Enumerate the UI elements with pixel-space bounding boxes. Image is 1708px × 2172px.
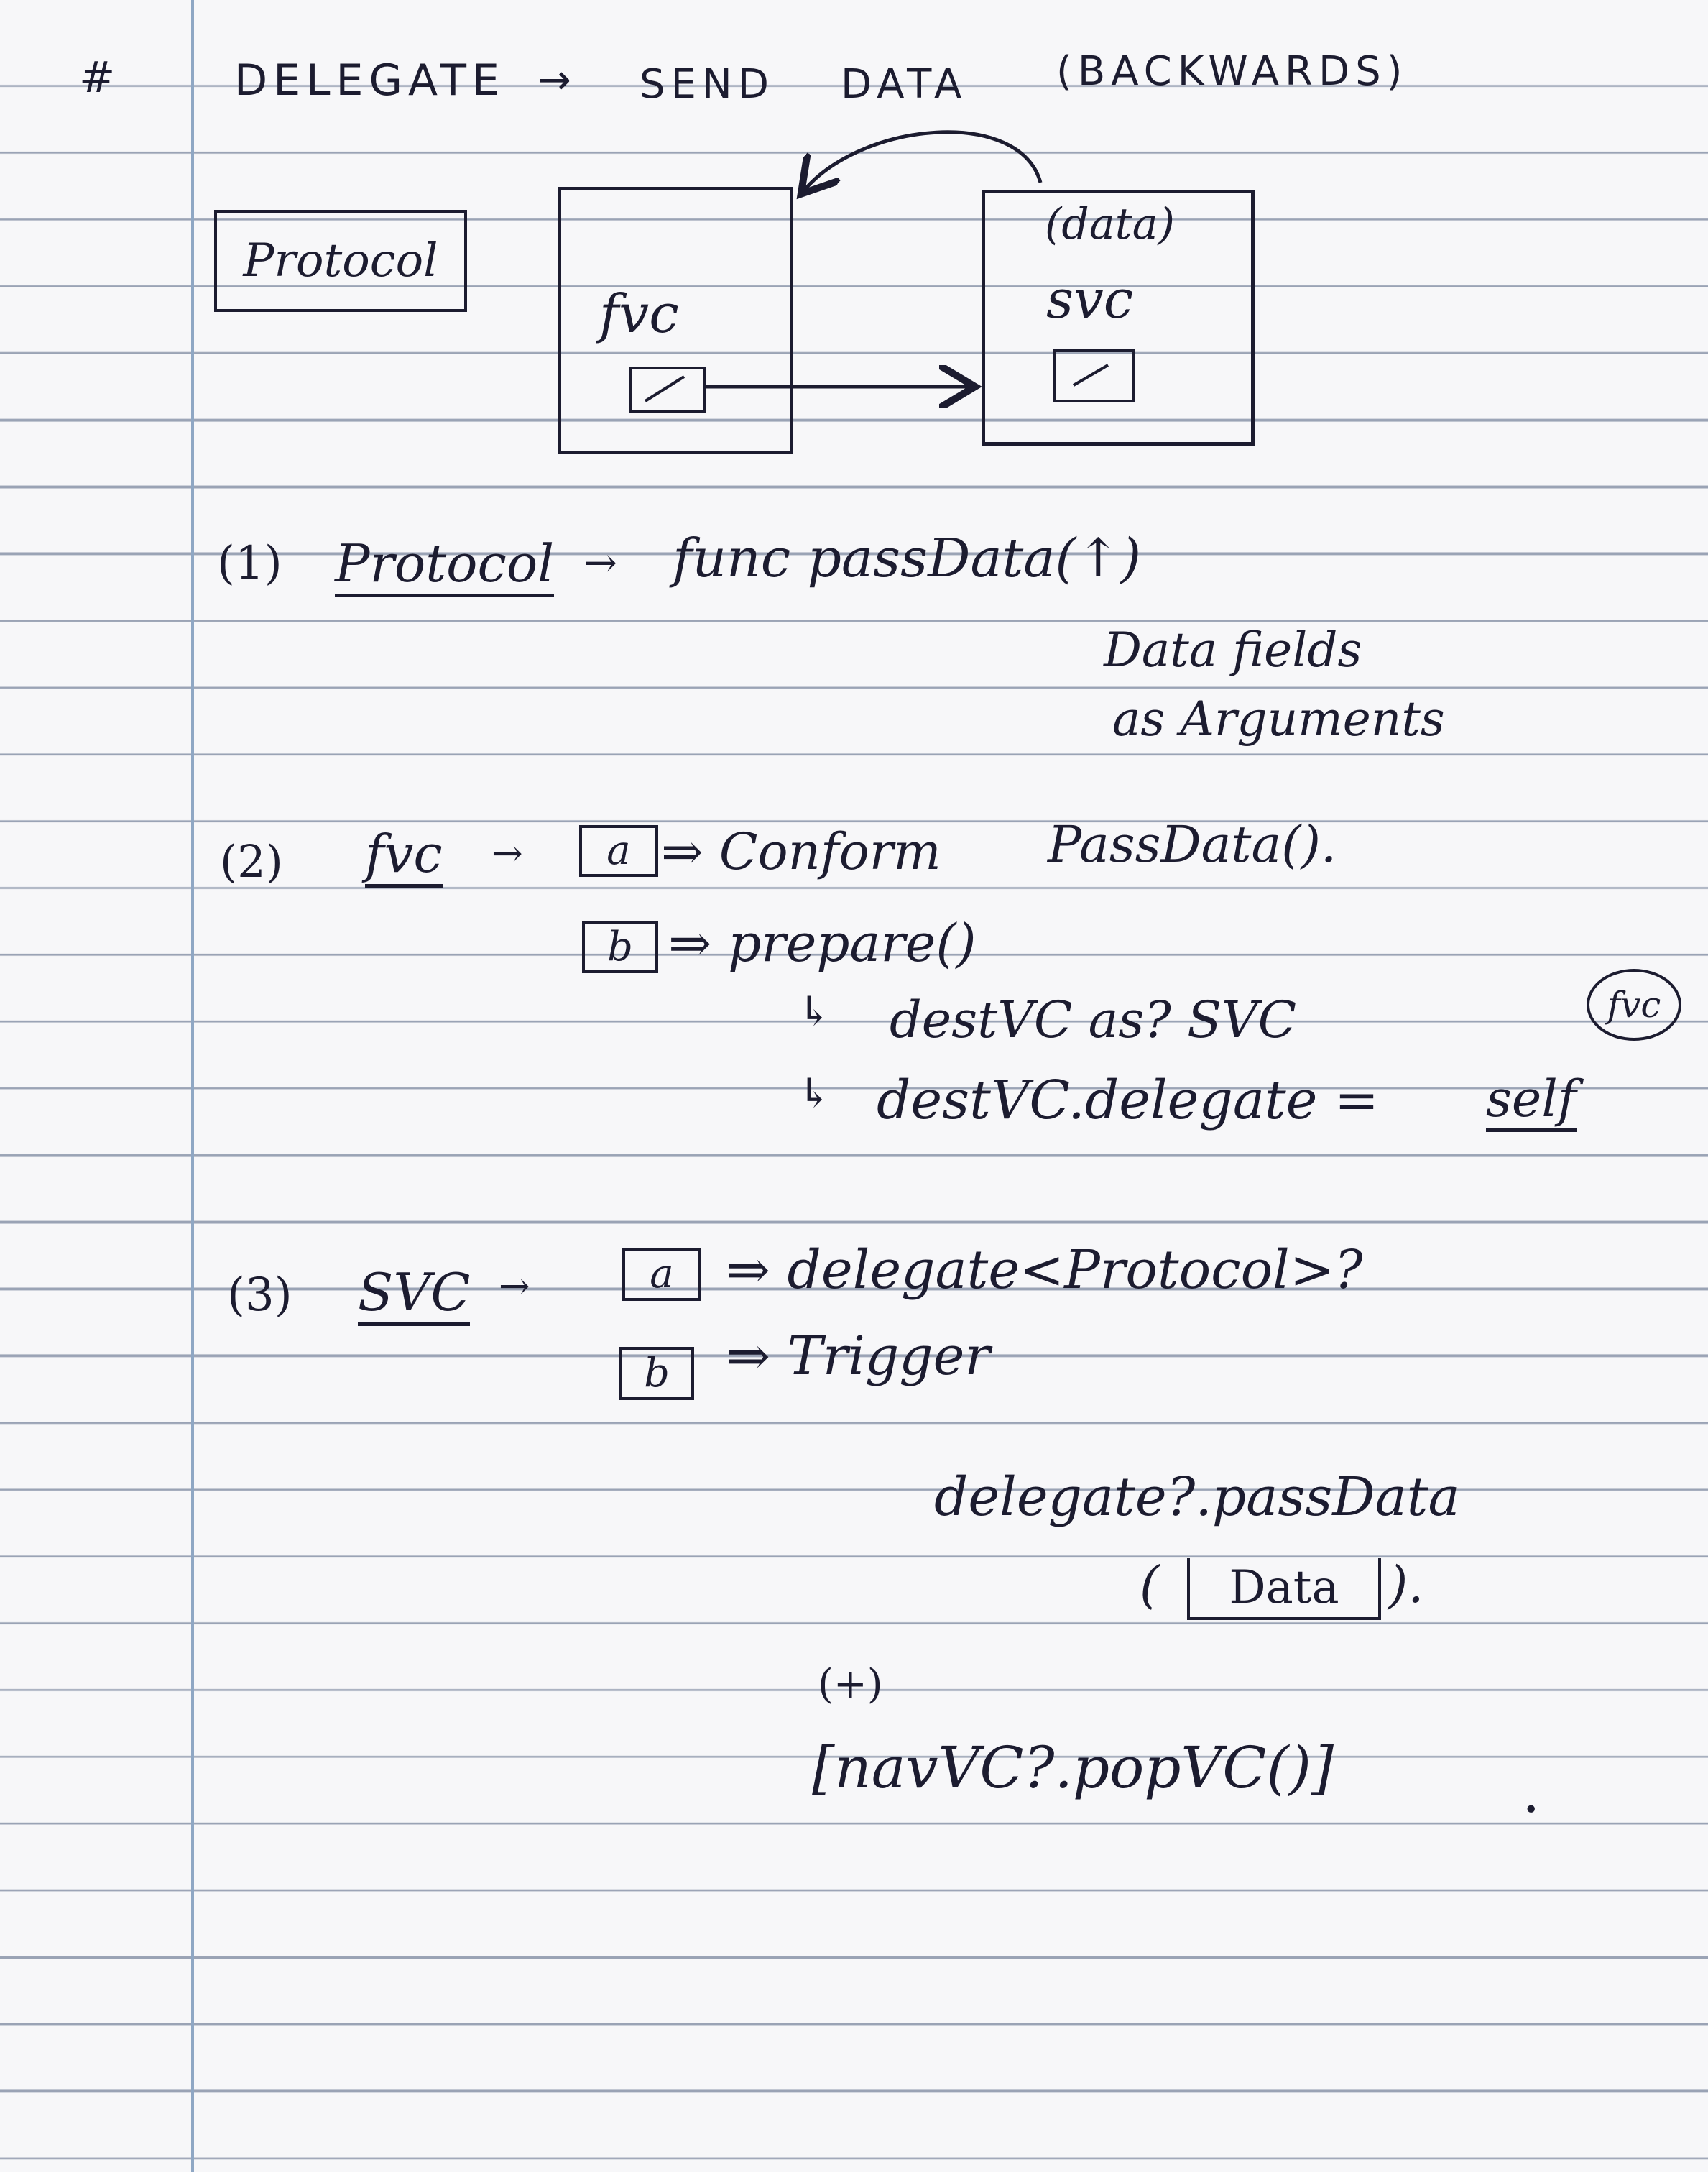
- fvc-button-slash: [644, 375, 685, 402]
- step1-number: (1): [217, 537, 282, 590]
- step3-arrow: →: [499, 1265, 530, 1308]
- title-backwards: (BACKWARDS): [1056, 48, 1408, 95]
- step3-subject: SVC: [358, 1266, 471, 1326]
- step3-b-box: b: [619, 1347, 694, 1400]
- back-arrow: [803, 130, 1043, 191]
- step2-a-right: PassData().: [1048, 815, 1337, 874]
- step2-subject: fvc: [365, 828, 443, 888]
- svc-label: svc: [1046, 269, 1134, 331]
- step1-subject: Protocol: [335, 538, 555, 597]
- step3-plus: (+): [818, 1661, 883, 1708]
- step3-b-text: ⇒ Trigger: [726, 1325, 990, 1387]
- step1-note-line2: as Arguments: [1112, 691, 1445, 747]
- step2-a-box: a: [579, 825, 658, 877]
- step2-sub2-arrow: ↳: [798, 1070, 831, 1117]
- title-send: SEND: [640, 61, 775, 108]
- margin-line: [191, 0, 194, 2172]
- step1-code: func passData(↑): [673, 528, 1142, 589]
- step3-nav-dot: .: [1522, 1759, 1541, 1826]
- step3-number: (3): [227, 1269, 292, 1322]
- fvc-button-icon: [629, 367, 706, 413]
- step2-number: (2): [220, 835, 283, 888]
- step2-sub2-right: self: [1486, 1074, 1577, 1132]
- title-arrow: →: [537, 57, 571, 103]
- title-hash: #: [79, 52, 121, 103]
- step3-call-open: (: [1140, 1555, 1160, 1614]
- step3-call-data-box: Data: [1187, 1558, 1381, 1620]
- step2-sub1: destVC as? SVC: [890, 990, 1297, 1049]
- step1-note-line1: Data fields: [1104, 622, 1362, 678]
- protocol-box: Protocol: [214, 210, 467, 312]
- step2-arrow: →: [491, 832, 523, 875]
- step2-sub2-left: destVC.delegate =: [877, 1069, 1379, 1131]
- step2-b-text: ⇒ prepare(): [668, 913, 977, 973]
- step2-sub1-arrow: ↳: [798, 988, 831, 1035]
- step2-a-text: ⇒ Conform: [661, 822, 941, 881]
- svc-button-icon: [1053, 349, 1135, 402]
- svc-data-label: (data): [1045, 199, 1175, 249]
- title-delegate: DELEGATE: [234, 55, 505, 106]
- protocol-label: Protocol: [243, 234, 438, 287]
- fvc-label: fvc: [599, 283, 679, 345]
- step3-a-text: ⇒ delegate<Protocol>?: [726, 1239, 1363, 1301]
- step3-nav: [navVC?.popVC()]: [812, 1734, 1334, 1801]
- fvc-box: [558, 187, 793, 454]
- step3-call-line1: delegate?.passData: [934, 1466, 1460, 1528]
- svc-box: [982, 190, 1255, 446]
- title-data: DATA: [841, 61, 968, 108]
- step2-b-box: b: [582, 921, 658, 973]
- step1-arrow: →: [583, 540, 617, 586]
- step2-circled-note: fvc: [1587, 969, 1681, 1041]
- step3-a-box: a: [622, 1248, 701, 1301]
- svc-button-slash: [1072, 364, 1109, 387]
- step3-call-close: ).: [1388, 1555, 1424, 1614]
